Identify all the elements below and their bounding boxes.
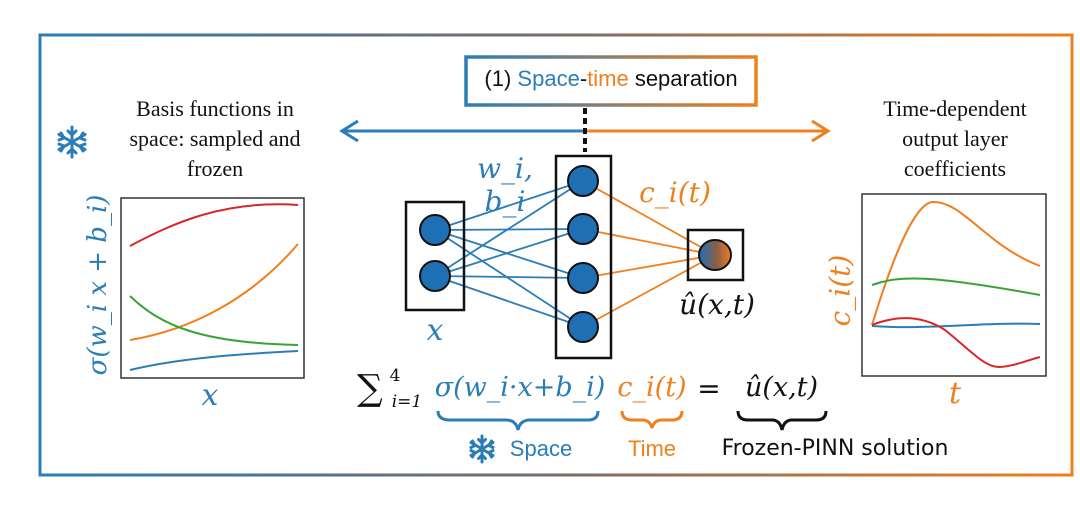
input-hidden-edge [434, 180, 584, 277]
coef-label: c_i(t) [639, 176, 711, 209]
right-plot-curve-red [871, 317, 1041, 369]
space-brace-label: Space [509, 436, 573, 461]
left-caption: Basis functions in space: sampled and fr… [100, 94, 330, 184]
sum-symbol: ∑ [357, 368, 383, 409]
right-plot-curve-orange [871, 200, 1041, 326]
title-dash: - [579, 66, 588, 91]
right-plot-ylabel: c_i(t) [823, 254, 857, 327]
left-plot-ylabel: σ(w_i x + b_i) [83, 194, 113, 376]
solution-brace-label: Frozen-PINN solution [721, 436, 949, 461]
right-plot-curve-green [871, 277, 1041, 296]
sum-upper: 4 [389, 366, 401, 386]
input-hidden-edge [434, 275, 584, 279]
hidden-output-connections [582, 180, 716, 328]
time-brace-label: Time [627, 436, 677, 461]
solution-brace [736, 410, 828, 431]
input-label: x [426, 313, 444, 348]
left-plot-curve-orange [129, 243, 299, 341]
hidden-node [567, 311, 599, 343]
hidden-node [567, 213, 599, 245]
left-caption-line: Basis functions in [136, 96, 294, 121]
snowflake-icon [469, 434, 495, 464]
right-plot-xlabel: t [948, 376, 962, 411]
left-plot-curve-blue [129, 350, 299, 371]
equation-equals: = [697, 372, 721, 405]
input-hidden-edge [434, 180, 584, 231]
title-text: (1) Space-time separation [466, 66, 756, 92]
left-plot-curve-green [129, 295, 299, 346]
input-node [419, 214, 451, 246]
right-plot-curve-blue [871, 322, 1041, 329]
hidden-output-edge [582, 254, 716, 279]
space-brace [436, 410, 600, 431]
hidden-output-edge [582, 254, 716, 328]
title-suffix: separation [628, 66, 738, 91]
space-arrow-head [339, 119, 359, 143]
output-layer-box [686, 228, 745, 282]
hidden-output-edge [582, 180, 716, 256]
hidden-node [567, 165, 599, 197]
title-space: Space [517, 66, 580, 91]
hidden-output-edge [582, 228, 716, 256]
left-caption-line: frozen [186, 156, 244, 181]
sum-lower: i=1 [391, 392, 423, 412]
outer-frame [38, 33, 1074, 477]
snowflake-icon [57, 125, 87, 159]
right-plot-frame [861, 193, 1047, 377]
input-layer-box [404, 200, 466, 312]
input-hidden-edge [434, 229, 584, 328]
title-time: time [587, 66, 629, 91]
right-caption-line: Time-dependent [883, 96, 1027, 121]
left-plot-xlabel: x [201, 378, 219, 413]
hidden-node [567, 262, 599, 294]
input-hidden-edge [434, 229, 584, 279]
equation-solution: û(x,t) [744, 372, 819, 403]
output-node [698, 239, 732, 271]
right-caption-line: coefficients [903, 156, 1007, 181]
hidden-layer-box [554, 154, 613, 360]
weight-label: w_i, b_i [477, 152, 533, 218]
title-box [464, 55, 758, 107]
input-hidden-edge [434, 228, 584, 277]
left-plot-curve-red [129, 203, 299, 247]
equation-coef: c_i(t) [617, 372, 687, 403]
time-arrow-head [811, 119, 831, 143]
right-caption: Time-dependent output layer coefficients [840, 94, 1070, 184]
output-label: û(x,t) [679, 288, 755, 321]
equation-basis: σ(w_i·x+b_i) [434, 372, 606, 403]
time-brace [620, 410, 684, 429]
right-caption-line: output layer [902, 126, 1008, 151]
input-node [419, 260, 451, 292]
input-hidden-connections [434, 180, 584, 328]
left-plot-frame [120, 197, 305, 379]
title-prefix: (1) [484, 66, 518, 91]
left-caption-line: space: sampled and [129, 126, 301, 151]
input-hidden-edge [434, 275, 584, 328]
